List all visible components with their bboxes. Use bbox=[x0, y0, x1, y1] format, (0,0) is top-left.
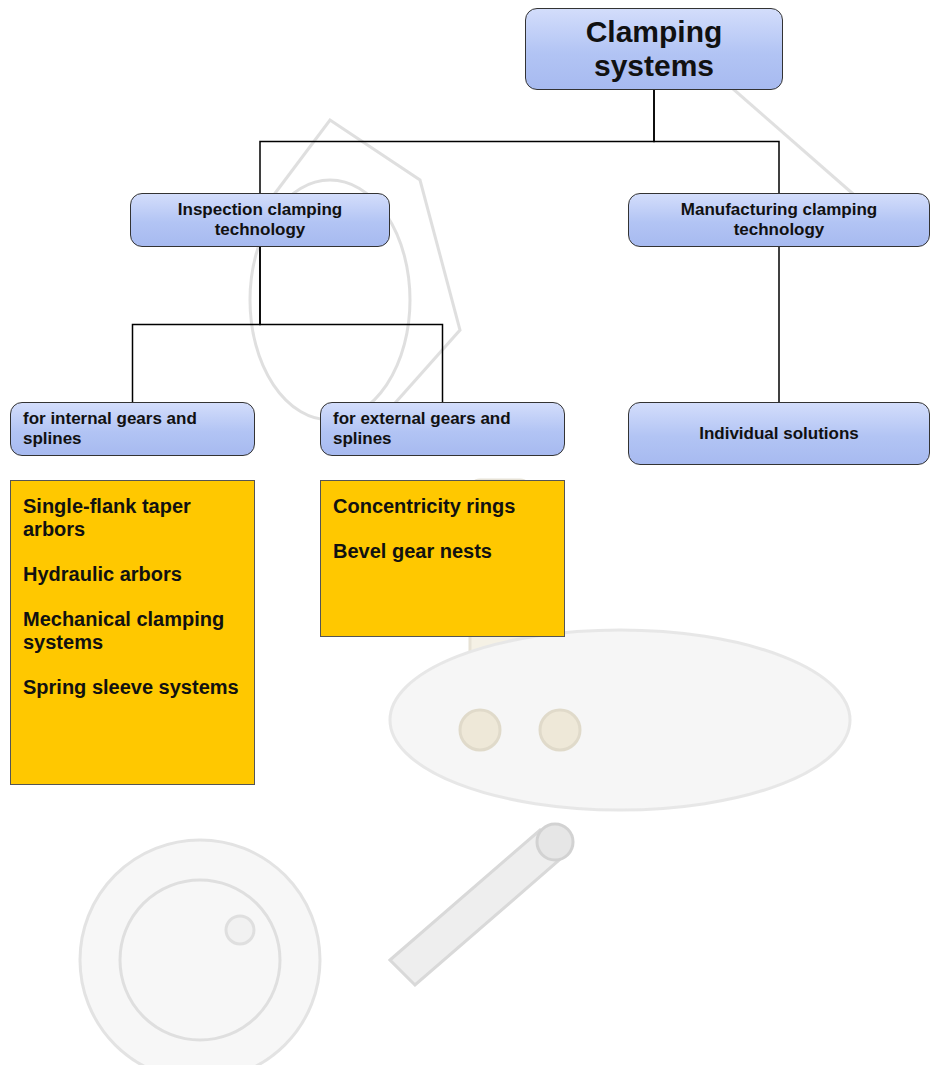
node-text: for external gears and splines bbox=[333, 409, 552, 449]
product-list-box: Concentricity ringsBevel gear nests bbox=[320, 480, 565, 637]
tree-connector bbox=[654, 90, 779, 193]
tree-connector bbox=[778, 247, 780, 402]
node-text: Hydraulic arbors bbox=[23, 563, 242, 586]
category-box: Inspection clamping technology bbox=[130, 193, 390, 247]
tree-connector bbox=[133, 247, 261, 402]
tree-connector bbox=[260, 247, 443, 402]
subcategory-box: Individual solutions bbox=[628, 402, 930, 465]
node-text: Spring sleeve systems bbox=[23, 676, 242, 699]
category-box: Manufacturing clamping technology bbox=[628, 193, 930, 247]
node-text: Concentricity rings bbox=[333, 495, 552, 518]
tree-connector bbox=[260, 90, 654, 193]
subcategory-box: for internal gears and splines bbox=[10, 402, 255, 456]
product-list-box: Single-flank taper arborsHydraulic arbor… bbox=[10, 480, 255, 785]
node-text: Single-flank taper arbors bbox=[23, 495, 242, 541]
node-text: Individual solutions bbox=[641, 424, 917, 444]
subcategory-box: for external gears and splines bbox=[320, 402, 565, 456]
node-text: Manufacturing clamping technology bbox=[641, 200, 917, 240]
node-text: Mechanical clamping systems bbox=[23, 608, 242, 654]
node-text: Inspection clamping technology bbox=[143, 200, 377, 240]
root-box: Clamping systems bbox=[525, 8, 783, 90]
node-text: Bevel gear nests bbox=[333, 540, 552, 563]
node-text: for internal gears and splines bbox=[23, 409, 242, 449]
node-text: Clamping systems bbox=[538, 15, 770, 83]
